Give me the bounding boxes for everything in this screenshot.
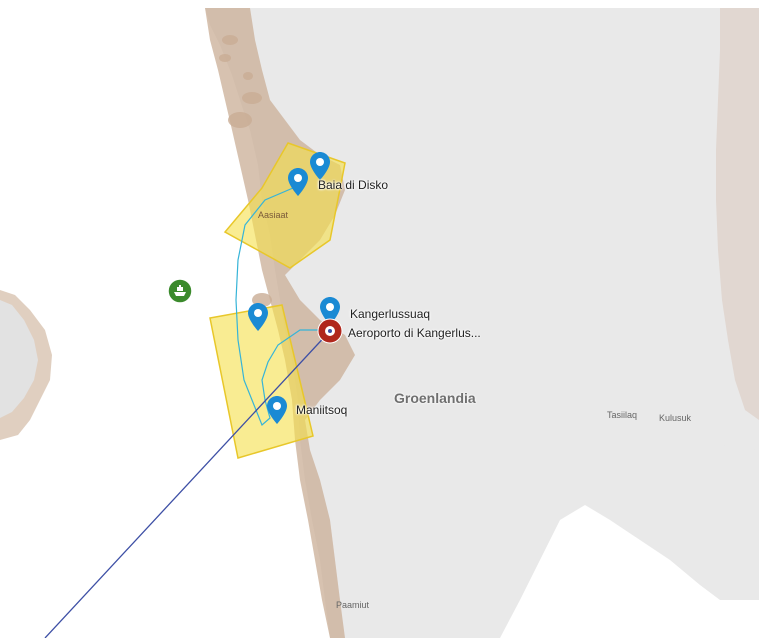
location-pin-icon[interactable] <box>310 152 330 180</box>
marker-label-maniitsoq[interactable]: Maniitsoq <box>296 403 348 417</box>
marker-label-kangerlussuaq[interactable]: Kangerlussuaq <box>350 307 431 321</box>
marker-label-disko[interactable]: Baia di Disko <box>318 178 389 192</box>
location-pin-icon[interactable] <box>267 396 287 424</box>
place-label-paamiut: Paamiut <box>336 600 370 610</box>
island <box>222 35 238 45</box>
airport-pin-icon[interactable] <box>317 318 343 344</box>
tour-area-disko[interactable] <box>223 142 346 269</box>
island <box>243 72 253 80</box>
east-coast-detail <box>600 400 759 450</box>
island <box>228 112 252 128</box>
place-label-tasiilaq: Tasiilaq <box>607 410 638 420</box>
place-label-kulusuk: Kulusuk <box>659 413 692 423</box>
ship-icon[interactable] <box>167 278 193 304</box>
place-label-aasiaat: Aasiaat <box>258 210 289 220</box>
cruise-route <box>235 184 330 427</box>
location-pin-icon[interactable] <box>288 168 308 196</box>
marker-label-airport[interactable]: Aeroporto di Kangerlus... <box>348 326 481 340</box>
island <box>242 92 262 104</box>
flight-route <box>44 330 331 638</box>
location-pin-icon[interactable] <box>320 297 340 325</box>
island <box>219 54 231 62</box>
country-label: Groenlandia <box>394 390 476 406</box>
location-pin-icon[interactable] <box>248 303 268 331</box>
baffin-island-fragment <box>0 300 38 418</box>
east-coast-terrain <box>716 8 759 420</box>
